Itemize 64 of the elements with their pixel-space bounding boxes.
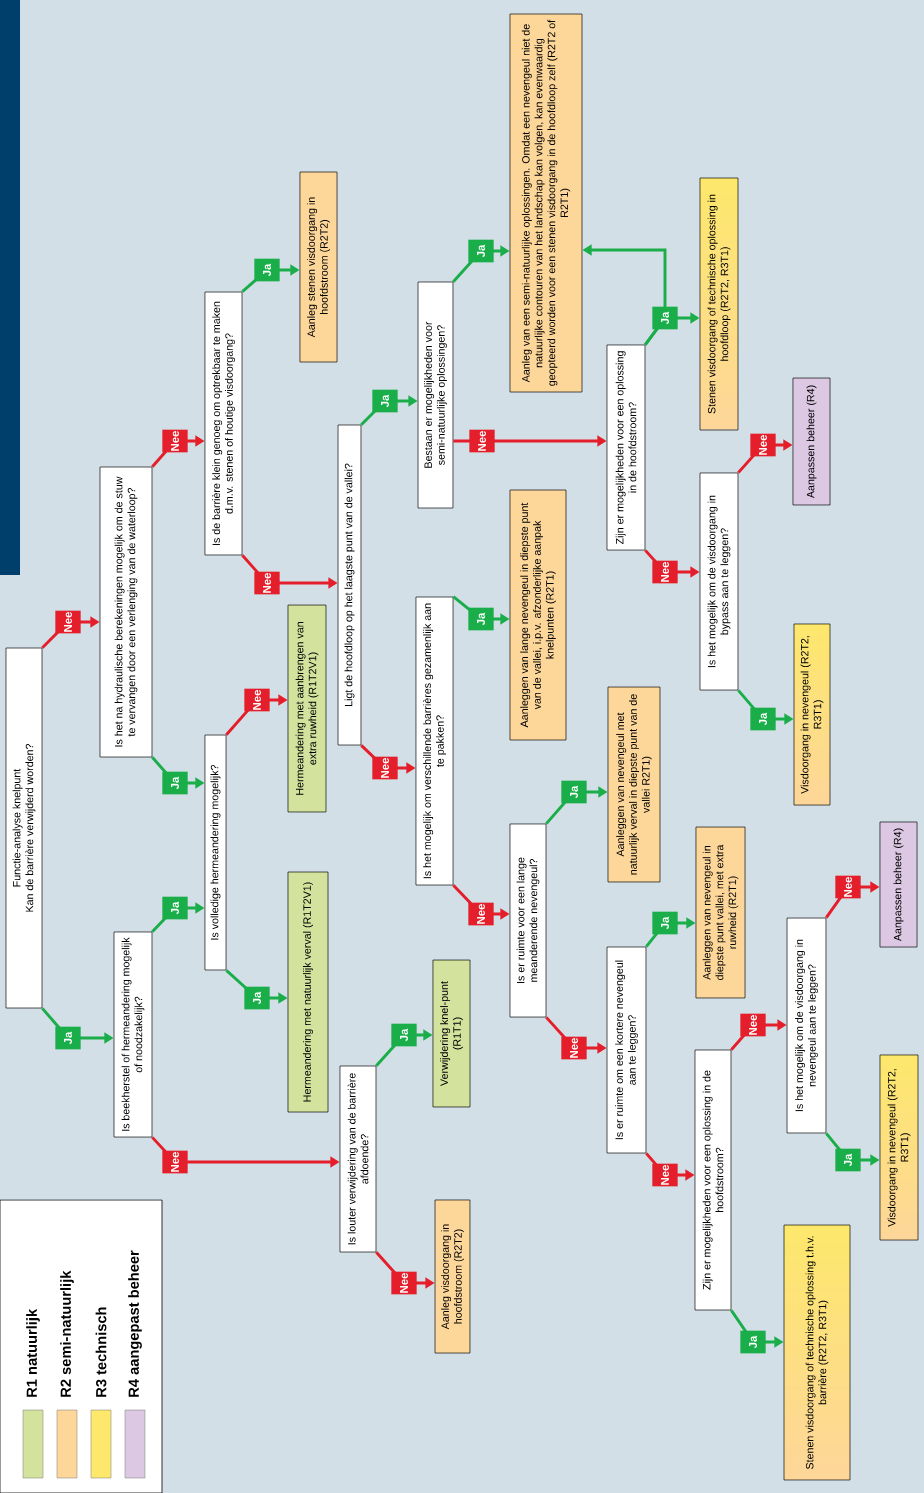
edge-label: Nee — [469, 429, 495, 453]
question-box: Is beekherstel of hermeandering mogelijk of noodzakelijk? — [113, 931, 153, 1138]
edge-label: Ja — [162, 896, 188, 920]
question-box: Is het mogelijk om de visdoorgang in bypass aan te leggen? — [699, 472, 739, 691]
result-box: Stenen visdoorgang of technische oplossing t.h.v. barrière (R2T2, R3T1) — [783, 1224, 851, 1481]
question-box: Is er ruimte voor een lange meanderende nevengeul? — [509, 823, 547, 1018]
result-box: Aanpassen beheer (R4) — [792, 377, 831, 506]
edge-label: Nee — [254, 571, 280, 595]
legend-label: R4 aangepast beheer — [128, 1250, 142, 1397]
edge-label: Ja — [254, 258, 280, 282]
result-box: Aanleggen van nevengeul met natuurlijk verval in diepste punt van de vallei R2T1) — [607, 686, 661, 883]
result-box: Stenen visdoorgang of technische oplossing in hoofdloop (R2T2, R3T1) — [699, 177, 739, 431]
question-box: Is louter verwijdering van de barrière afdoende? — [339, 1065, 377, 1253]
question-box: Is het mogelijk om verschillende barrières gezamenlijk aan te pakken? — [415, 596, 454, 886]
edge-label: Nee — [372, 756, 398, 780]
edge-label: Ja — [740, 1330, 766, 1354]
question-box: Bestaan er mogelijkheden voor semi-natuurlijke oplossingen? — [417, 281, 454, 509]
edge-label: Nee — [750, 433, 776, 457]
result-box: Aanleggen van lange nevengeul in diepste punt van de vallei, i.p.v. afzonderlijke aanpak knelpunten (R2T1) — [509, 489, 567, 741]
edge-label: Ja — [468, 239, 494, 263]
edge-label: Nee — [652, 1163, 678, 1187]
result-box: Hermeandering met aanbrengen van extra ruwheid (R1T2V1) — [287, 604, 327, 813]
edge-label: Ja — [652, 911, 678, 935]
result-box: Verwijdering knel-punt (R1T1) — [432, 959, 471, 1108]
edge-label: Ja — [372, 389, 398, 413]
edge-label: Ja — [561, 780, 587, 804]
edge-label: Nee — [561, 1036, 587, 1060]
edge-label: Nee — [244, 688, 270, 712]
edge-label: Nee — [162, 1150, 188, 1174]
result-box: Visdoorgang in nevengeul (R2T2, R3T1) — [793, 623, 831, 806]
edge-label: Nee — [835, 875, 861, 899]
result-box: Aanpassen beheer (R4) — [879, 821, 918, 948]
edge-label: Ja — [750, 707, 776, 731]
edge-label: Ja — [468, 607, 494, 631]
edge-label: Ja — [55, 1026, 81, 1050]
edge-label: Nee — [162, 429, 188, 453]
legend-label: R2 semi-natuurlijk — [60, 1270, 74, 1397]
result-box: Aanleg visdoorgang in hoofdstroom (R2T2) — [434, 1199, 471, 1354]
question-box: Is er ruimte om een kortere nevengeul aan te leggen? — [606, 946, 647, 1154]
edge-label: Ja — [244, 986, 270, 1010]
result-box: Aanleg van een semi-natuurlijke oplossingen. Omdat een nevengeul niet de natuurlijke contouren van het landschap kan volgen, kan evenwaardig geopteerd worden voor een stenen visdoorgang in de hoofdloop zelf (R2T2 of R2T1) — [509, 13, 583, 393]
legend-label: R3 technisch — [95, 1307, 107, 1397]
edge-label: Nee — [740, 1013, 766, 1037]
edge-label: Nee — [55, 610, 81, 634]
question-box: Is volledige hermeandering mogelijk? — [204, 734, 227, 971]
result-box: Hermeandering met natuurlijk verval (R1T2V1) — [287, 871, 329, 1113]
edge-label: Ja — [835, 1148, 861, 1172]
question-box: Zijn er mogelijkheden voor een oplossing in de hoofdstroom? — [606, 344, 646, 551]
question-box: Is het na hydraulische berekeningen mogelijk om de stuw te vervangen door een verlenging van de waterloop? — [99, 466, 153, 758]
question-box: Is het mogelijk om de visdoorgang in nevengeul aan te leggen? — [786, 917, 827, 1134]
edge-label: Nee — [468, 902, 494, 926]
question-box: Functie-analyse knelpunt Kan de barrière verwijderd worden? — [5, 647, 43, 1009]
edge-label: Ja — [652, 306, 678, 330]
question-box: Zijn er mogelijkheden voor een oplossing in de hoofdstroom? — [694, 1049, 732, 1311]
result-box: Aanleggen van nevengeul in diepste punt vallei, met extra ruwheid (R2T1) — [695, 826, 746, 999]
result-box: Visdoorgang in nevengeul (R2T2, R3T1) — [879, 1054, 919, 1241]
question-box: Ligt de hoofdloop op het laagste punt van de vallei? — [337, 424, 362, 746]
edge-label: Nee — [391, 1271, 417, 1295]
result-box: Aanleg stenen visdoorgang in hoofdstroom (R2T2) — [299, 171, 338, 363]
edge-label: Ja — [391, 1023, 417, 1047]
legend-label: R1 natuurlijk — [26, 1308, 40, 1397]
edge-label: Ja — [162, 771, 188, 795]
edge-label: Nee — [652, 560, 678, 584]
question-box: Is de barrière klein genoeg om optrekbaar te maken d.m.v. stenen of houtige visdoorgang? — [204, 291, 243, 556]
